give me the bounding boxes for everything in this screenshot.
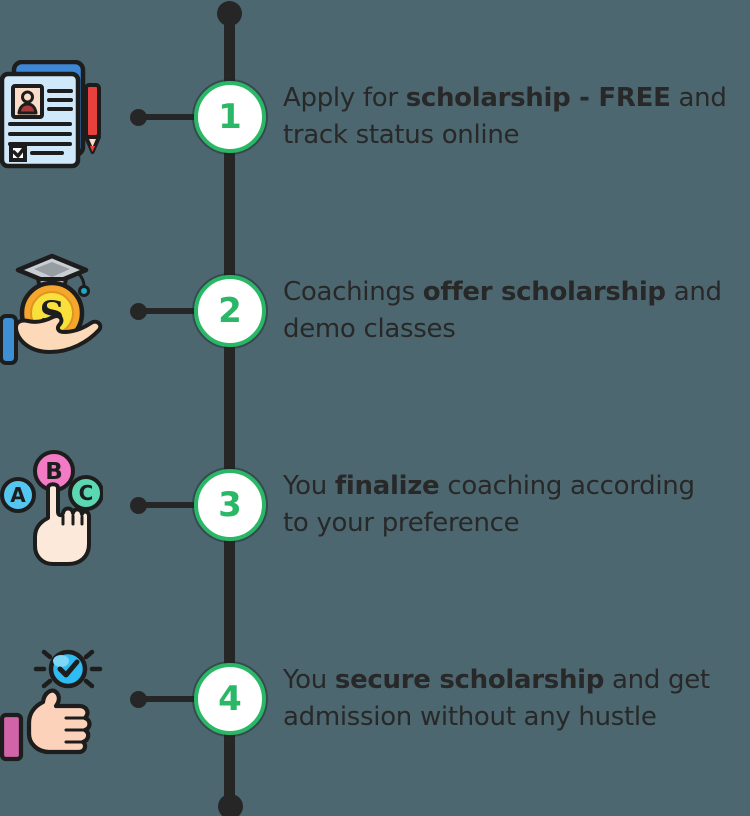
application-form-icon <box>0 60 101 169</box>
step-2-connector-line <box>138 308 198 314</box>
timeline-end-dot <box>218 794 243 816</box>
step-4-connector-line <box>138 696 198 702</box>
step-1-connector-line <box>138 114 198 120</box>
timeline-line <box>224 13 235 806</box>
step-3-connector-line <box>138 502 198 508</box>
step-3-number-circle: 3 <box>194 469 266 541</box>
step-1-number: 1 <box>218 97 242 137</box>
step-1-number-circle: 1 <box>194 81 266 153</box>
step-4-number: 4 <box>218 679 242 719</box>
step-2-number: 2 <box>218 291 242 331</box>
scholarship-coin-hand-icon: S <box>0 253 103 365</box>
step-4-number-circle: 4 <box>194 663 266 735</box>
choose-option-hand-icon: A C B <box>0 450 103 566</box>
svg-text:A: A <box>10 483 26 507</box>
svg-text:B: B <box>45 459 63 485</box>
svg-text:C: C <box>79 481 94 505</box>
timeline-start-dot <box>217 1 242 26</box>
thumbs-up-approved-icon <box>0 649 103 762</box>
step-2-number-circle: 2 <box>194 275 266 347</box>
step-3-number: 3 <box>218 485 242 525</box>
